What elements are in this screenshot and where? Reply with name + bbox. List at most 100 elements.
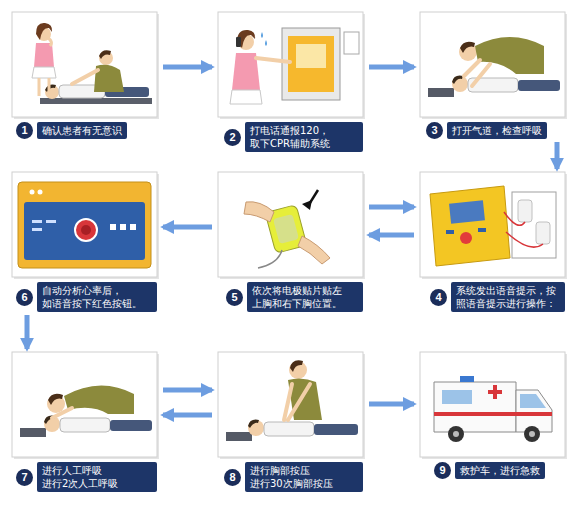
panel-frame xyxy=(420,352,565,457)
panel-frame xyxy=(218,12,363,117)
electrode-scene xyxy=(298,236,330,264)
device-panel xyxy=(18,182,151,268)
compression-scene xyxy=(226,432,252,441)
device-panel xyxy=(110,224,116,230)
call-scene xyxy=(237,30,255,48)
call-scene xyxy=(282,28,340,100)
panel-frame xyxy=(12,352,157,457)
panel-frame xyxy=(12,172,157,277)
breathing-scene xyxy=(60,418,110,432)
electrode-scene xyxy=(244,202,274,222)
breathing-scene xyxy=(64,385,134,414)
ambulance xyxy=(529,431,535,437)
call-scene xyxy=(230,28,359,104)
step-panel: 5依次将电极贴片贴左 上胸和右下胸位置。 xyxy=(218,172,363,312)
device-panel xyxy=(18,182,151,268)
compression-scene xyxy=(264,422,314,436)
ambulance xyxy=(448,426,464,442)
callout-number: 1 xyxy=(16,122,33,139)
ambulance xyxy=(434,382,516,432)
compression-scene xyxy=(226,360,358,441)
call-scene xyxy=(344,32,359,54)
aed-device xyxy=(504,212,543,247)
check-scene xyxy=(99,51,113,65)
caption-row: 6自动分析心率后， 如语音按下红色按钮。 xyxy=(16,282,157,312)
call-scene xyxy=(230,90,262,104)
panel-frame xyxy=(12,12,157,117)
breathing-scene xyxy=(20,428,46,437)
panel-frame xyxy=(14,174,159,279)
compression-scene xyxy=(248,420,259,428)
ambulance xyxy=(516,390,552,432)
aed-device xyxy=(536,222,550,244)
device-panel xyxy=(30,190,35,195)
aed-device xyxy=(430,186,556,266)
step-panel: 4系统发出语音提示，按 照语音提示进行操作： xyxy=(420,172,565,312)
flow-arrow xyxy=(369,205,414,210)
device-panel xyxy=(24,202,145,260)
flow-arrow xyxy=(369,65,414,70)
callout-number: 5 xyxy=(226,289,243,306)
panel-frame xyxy=(218,352,363,457)
ambulance xyxy=(434,412,552,416)
step-panel: 2打电话通报120， 取下CPR辅助系统 xyxy=(218,12,363,152)
caption-row: 1确认患者有无意识 xyxy=(16,122,127,139)
ambulance xyxy=(520,394,546,408)
flow-arrow xyxy=(163,225,212,230)
callout-number: 6 xyxy=(16,289,33,306)
aed-device xyxy=(518,200,532,222)
check-scene xyxy=(47,37,51,46)
device-panel xyxy=(130,224,136,230)
airway-scene xyxy=(464,60,480,76)
aed-device xyxy=(449,200,485,223)
airway-scene xyxy=(452,76,463,84)
panel-frame xyxy=(420,12,565,117)
callout-number: 2 xyxy=(224,129,241,146)
step-caption: 依次将电极贴片贴左 上胸和右下胸位置。 xyxy=(247,282,363,312)
electrode-scene xyxy=(244,190,330,268)
step-caption: 系统发出语音提示，按 照语音提示进行操作： xyxy=(451,282,565,312)
breathing-scene xyxy=(20,385,152,437)
step-caption: 确认患者有无意识 xyxy=(37,122,127,139)
airway-scene xyxy=(428,37,560,97)
flow-arrow xyxy=(25,315,30,349)
breathing-scene xyxy=(52,408,72,418)
check-scene xyxy=(32,23,152,104)
panel-frame xyxy=(218,172,363,277)
flow-arrow xyxy=(555,142,560,169)
step-caption: 进行人工呼吸 进行2次人工呼吸 xyxy=(37,462,157,492)
step-panel: 7进行人工呼吸 进行2次人工呼吸 xyxy=(12,352,157,492)
device-panel xyxy=(120,224,126,230)
airway-scene xyxy=(452,76,468,92)
flow-arrow xyxy=(369,233,414,238)
ambulance xyxy=(524,426,540,442)
caption-row: 9救护车，进行急救 xyxy=(434,462,545,479)
call-scene xyxy=(236,37,241,47)
device-panel xyxy=(46,220,56,223)
callout-number: 3 xyxy=(426,122,443,139)
callout-number: 4 xyxy=(430,289,447,306)
breathing-scene xyxy=(110,420,152,431)
ambulance xyxy=(442,390,472,404)
step-panel: 3打开气道，检查呼吸 xyxy=(420,12,565,139)
call-scene xyxy=(256,58,290,62)
check-scene xyxy=(99,50,111,59)
callout-number: 7 xyxy=(16,469,33,486)
electrode-scene xyxy=(258,250,282,268)
compression-scene xyxy=(290,360,303,372)
step-panel: 6自动分析心率后， 如语音按下红色按钮。 xyxy=(12,172,157,312)
aed-device xyxy=(460,232,472,244)
call-scene xyxy=(288,36,334,92)
check-scene xyxy=(39,78,49,96)
call-scene xyxy=(296,44,326,68)
device-panel xyxy=(38,190,43,195)
caption-row: 2打电话通报120， 取下CPR辅助系统 xyxy=(224,122,363,152)
flow-arrow xyxy=(369,402,414,407)
aed-device xyxy=(478,228,486,232)
check-scene xyxy=(40,98,152,104)
device-panel xyxy=(75,219,97,241)
ambulance xyxy=(453,431,459,437)
caption-row: 3打开气道，检查呼吸 xyxy=(426,122,547,139)
compression-scene xyxy=(289,361,307,379)
